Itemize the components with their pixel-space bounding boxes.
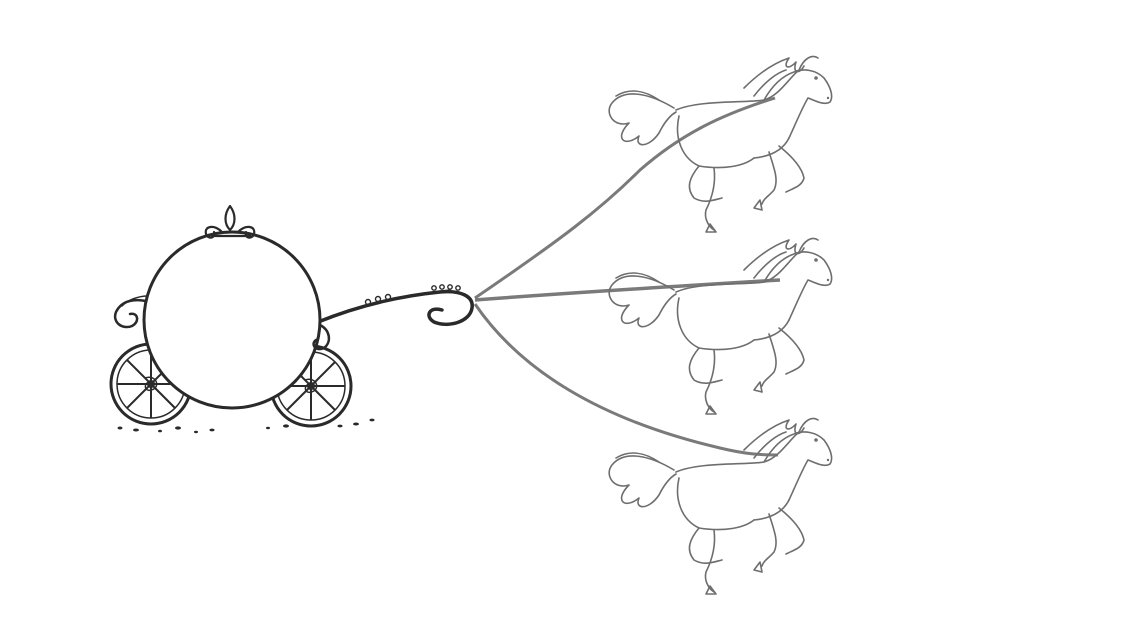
horse-middle [608, 237, 833, 415]
horse-icon [608, 417, 833, 595]
carriage-icon [109, 204, 474, 434]
hitch-pole [316, 289, 474, 327]
hitch-beads [364, 284, 461, 306]
reins-group [473, 96, 781, 457]
horse-icon [608, 237, 833, 415]
carriage-body [142, 230, 322, 410]
crown-ornament [204, 204, 256, 239]
rein-middle [474, 278, 781, 302]
horse-top [608, 55, 833, 233]
horse-bottom [608, 417, 833, 595]
rein-bottom [473, 303, 779, 457]
rein-top [474, 96, 776, 300]
horse-icon [608, 55, 833, 233]
ground-specks [117, 418, 375, 434]
